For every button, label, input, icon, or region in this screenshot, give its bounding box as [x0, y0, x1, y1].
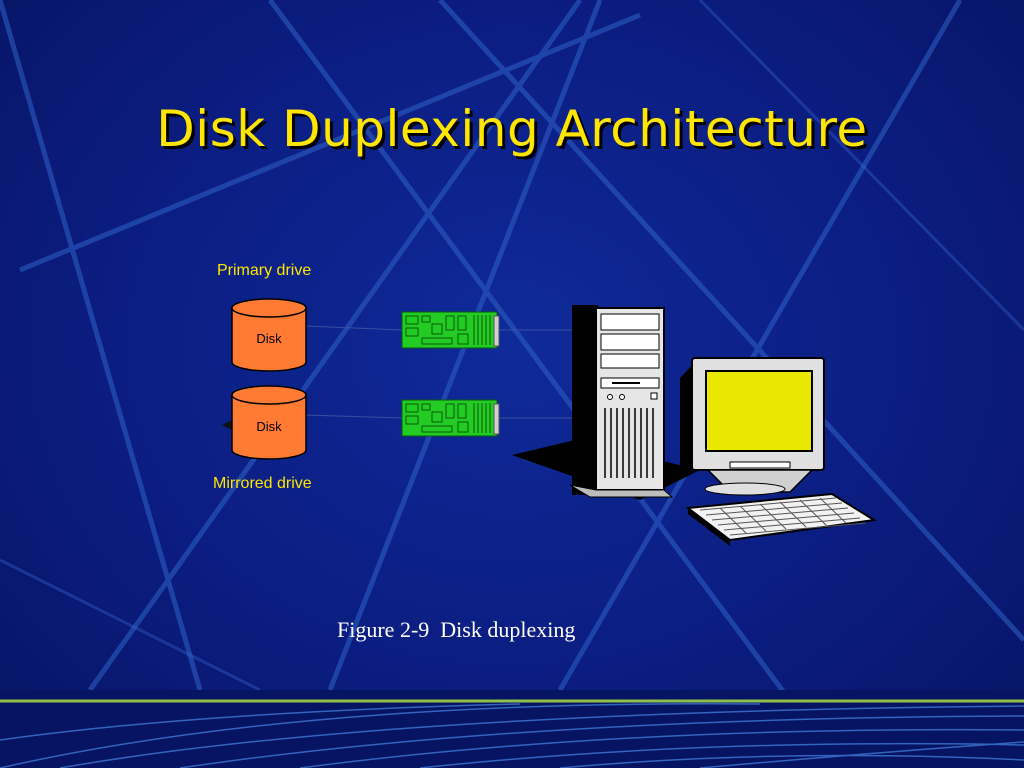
primary-disk-label: Disk — [256, 331, 282, 346]
disk-cylinder-icon: Disk — [231, 298, 307, 372]
controller-card-icon — [401, 399, 500, 437]
mirrored-disk-label: Disk — [256, 419, 282, 434]
connection-lines — [304, 325, 575, 419]
mirrored-drive-label: Mirrored drive — [213, 475, 312, 492]
arrow-icon — [222, 420, 232, 430]
slide-title: Disk Duplexing Architecture — [156, 100, 868, 158]
disk-cylinder-icon: Disk — [231, 385, 307, 460]
primary-drive-label: Primary drive — [217, 262, 312, 279]
server-tower-icon — [512, 305, 700, 500]
keyboard-icon — [685, 492, 877, 546]
controller-card-icon — [401, 311, 500, 349]
crt-monitor-icon — [680, 357, 825, 496]
figure-caption: Figure 2-9 Disk duplexing — [337, 617, 576, 642]
